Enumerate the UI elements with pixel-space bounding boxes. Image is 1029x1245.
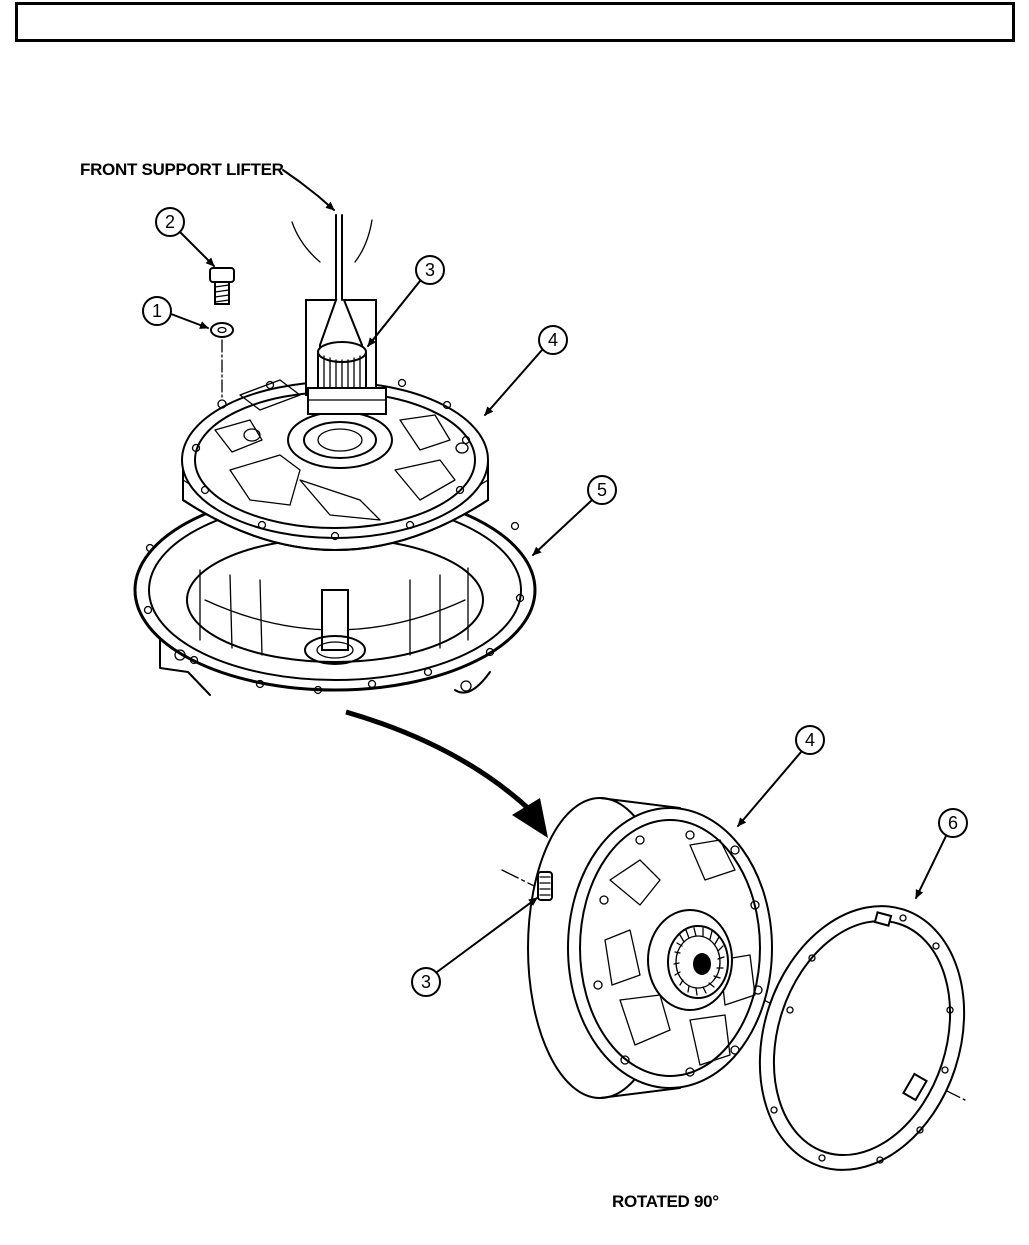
callout-3-bottom: 3 xyxy=(412,898,537,996)
callout-4-bottom: 4 xyxy=(738,726,824,826)
lifter-leader xyxy=(283,170,334,210)
svg-text:3: 3 xyxy=(425,260,435,280)
callout-5: 5 xyxy=(533,476,616,555)
svg-text:4: 4 xyxy=(548,330,558,350)
svg-text:5: 5 xyxy=(597,480,607,500)
oil-pump-rotated xyxy=(528,798,772,1098)
front-support-lifter-tool xyxy=(292,215,386,414)
callout-4-top: 4 xyxy=(485,326,567,415)
svg-text:1: 1 xyxy=(152,301,162,321)
svg-text:4: 4 xyxy=(805,730,815,750)
callout-6: 6 xyxy=(916,809,967,898)
callout-2: 2 xyxy=(156,208,214,266)
callout-1: 1 xyxy=(143,297,208,328)
callout-3-top: 3 xyxy=(368,256,444,346)
bolt xyxy=(210,268,234,304)
rotated-label: ROTATED 90° xyxy=(612,1192,719,1211)
svg-text:6: 6 xyxy=(948,813,958,833)
transition-arrow xyxy=(346,712,548,838)
front-support-lifter-label: FRONT SUPPORT LIFTER xyxy=(80,160,284,179)
washer xyxy=(211,323,233,337)
svg-text:2: 2 xyxy=(165,212,175,232)
svg-text:3: 3 xyxy=(421,972,431,992)
